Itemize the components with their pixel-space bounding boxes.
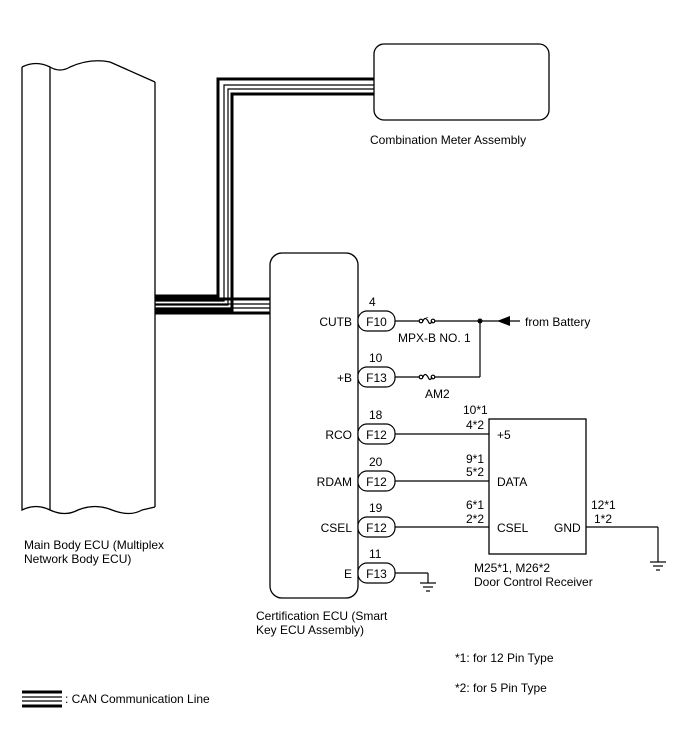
door-control-receiver-label-2: Door Control Receiver xyxy=(474,575,593,589)
receiver-pin-gnd-b: 1*2 xyxy=(594,512,612,526)
cert-pin-number: 18 xyxy=(369,408,383,422)
cert-pin-signal: RDAM xyxy=(317,475,352,489)
receiver-pin-data-a: 9*1 xyxy=(466,452,484,466)
cert-pin-number: 4 xyxy=(369,295,376,309)
receiver-signal-data: DATA xyxy=(497,475,527,489)
main-body-ecu-label-2: Network Body ECU) xyxy=(24,552,131,566)
certification-ecu-label-1: Certification ECU (Smart xyxy=(256,609,388,623)
cert-pin-signal: CSEL xyxy=(321,521,353,535)
connector-code: F10 xyxy=(366,315,387,329)
main-body-ecu xyxy=(21,60,156,515)
can-line-meter xyxy=(155,77,374,312)
fuse-mpx-label: MPX-B NO. 1 xyxy=(398,331,471,345)
ground-receiver-icon xyxy=(650,561,666,571)
can-line-cert xyxy=(155,297,270,315)
receiver-pin-5v-a: 10*1 xyxy=(463,403,488,417)
door-control-receiver-label-1: M25*1, M26*2 xyxy=(474,561,550,575)
can-legend-label: : CAN Communication Line xyxy=(65,692,210,706)
cert-pin-signal: +B xyxy=(337,371,352,385)
signal-wires xyxy=(395,433,659,562)
cert-pin-signal: E xyxy=(344,567,352,581)
door-control-receiver-box xyxy=(488,418,587,555)
receiver-signal-csel: CSEL xyxy=(497,521,529,535)
combination-meter-label: Combination Meter Assembly xyxy=(370,133,526,147)
battery-label: from Battery xyxy=(525,315,590,329)
junction-dot xyxy=(477,318,483,324)
connector-code: F12 xyxy=(366,428,387,442)
note-5-pin: *2: for 5 Pin Type xyxy=(455,681,547,695)
main-body-ecu-label-1: Main Body ECU (Multiplex xyxy=(24,538,164,552)
receiver-pin-csel-a: 6*1 xyxy=(466,498,484,512)
connector-code: F13 xyxy=(366,371,387,385)
fuse-am2-label: AM2 xyxy=(425,387,450,401)
power-wiring xyxy=(395,317,520,378)
receiver-pin-data-b: 5*2 xyxy=(466,465,484,479)
cert-pin-number: 20 xyxy=(369,455,383,469)
fuse-mpx-b-no1-icon xyxy=(418,317,436,325)
note-12-pin: *1: for 12 Pin Type xyxy=(455,651,554,665)
receiver-pin-gnd-a: 12*1 xyxy=(591,498,616,512)
connector-code: F12 xyxy=(366,521,387,535)
receiver-signal-gnd: GND xyxy=(554,521,581,535)
combination-meter-box xyxy=(373,43,550,121)
ground-icon xyxy=(395,572,436,592)
receiver-signal-5v: +5 xyxy=(497,428,511,442)
certification-ecu-box xyxy=(269,252,359,599)
battery-arrow-icon xyxy=(497,316,510,326)
certification-ecu-pins: CUTB4F10+B10F13RCO18F12RDAM20F12CSEL19F1… xyxy=(317,295,396,584)
can-legend-icon xyxy=(22,690,62,708)
cert-pin-signal: CUTB xyxy=(319,315,352,329)
connector-code: F13 xyxy=(366,567,387,581)
cert-pin-signal: RCO xyxy=(325,428,352,442)
cert-pin-number: 11 xyxy=(369,547,382,561)
certification-ecu-label-2: Key ECU Assembly) xyxy=(256,623,364,637)
cert-pin-number: 10 xyxy=(369,351,383,365)
connector-code: F12 xyxy=(366,475,387,489)
cert-pin-number: 19 xyxy=(369,501,383,515)
receiver-pin-5v-b: 4*2 xyxy=(466,418,484,432)
fuse-am2-icon xyxy=(418,373,436,381)
receiver-pin-csel-b: 2*2 xyxy=(466,512,484,526)
